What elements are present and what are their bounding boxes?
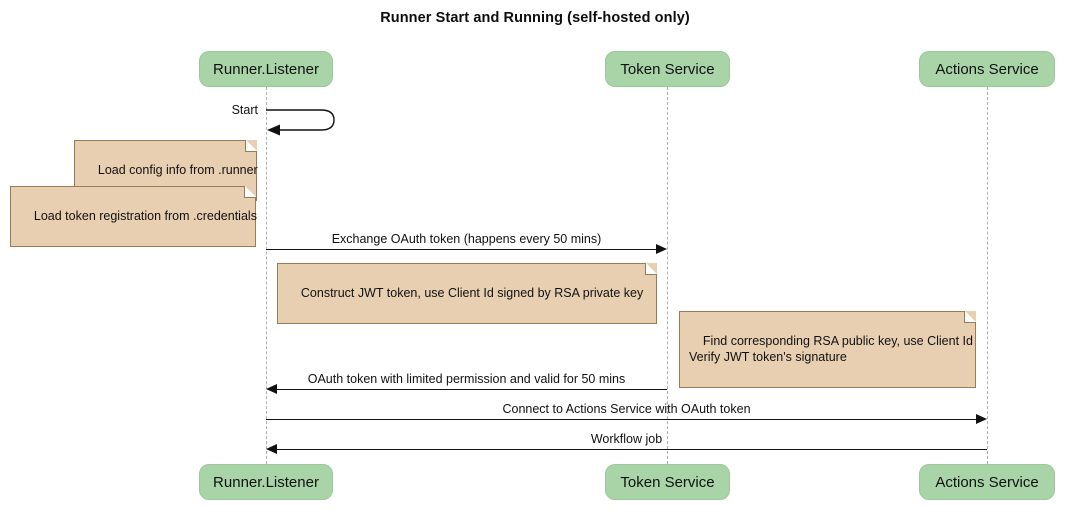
arrowhead-right-icon <box>656 244 667 254</box>
self-message-start-label: Start <box>231 103 258 117</box>
self-message-start[interactable] <box>266 106 342 136</box>
participant-runner-bottom[interactable]: Runner.Listener <box>199 464 333 500</box>
message-label: Exchange OAuth token (happens every 50 m… <box>331 232 602 246</box>
participant-label: Runner.Listener <box>213 60 319 78</box>
participant-label: Actions Service <box>935 60 1039 78</box>
note-verify-jwt: Find corresponding RSA public key, use C… <box>679 311 976 388</box>
participant-token-top[interactable]: Token Service <box>605 51 730 87</box>
note-text: Load token registration from .credential… <box>33 209 257 223</box>
participant-label: Token Service <box>620 473 715 491</box>
message-line <box>266 249 656 250</box>
message-line <box>266 419 976 420</box>
participant-label: Runner.Listener <box>213 473 319 491</box>
arrowhead-left-icon <box>266 444 277 454</box>
note-construct-jwt: Construct JWT token, use Client Id signe… <box>277 263 657 324</box>
note-text: Find corresponding RSA public key, use C… <box>689 334 973 364</box>
note-text: Load config info from .runner <box>97 163 258 177</box>
message-label: Workflow job <box>590 432 663 446</box>
note-text: Construct JWT token, use Client Id signe… <box>300 286 644 300</box>
participant-token-bottom[interactable]: Token Service <box>605 464 730 500</box>
arrowhead-left-icon <box>266 384 277 394</box>
message-label: OAuth token with limited permission and … <box>307 372 626 386</box>
page-title: Runner Start and Running (self-hosted on… <box>380 10 690 26</box>
message-line <box>277 389 667 390</box>
note-load-token-registration: Load token registration from .credential… <box>10 186 257 247</box>
message-label: Connect to Actions Service with OAuth to… <box>502 402 751 416</box>
participant-label: Actions Service <box>935 473 1039 491</box>
participant-actions-bottom[interactable]: Actions Service <box>919 464 1055 500</box>
lifeline-runner <box>266 87 267 464</box>
message-line <box>277 449 987 450</box>
participant-label: Token Service <box>620 60 715 78</box>
lifeline-token <box>667 87 668 464</box>
participant-runner-top[interactable]: Runner.Listener <box>199 51 333 87</box>
participant-actions-top[interactable]: Actions Service <box>919 51 1055 87</box>
lifeline-actions <box>987 87 988 464</box>
arrowhead-right-icon <box>976 414 987 424</box>
